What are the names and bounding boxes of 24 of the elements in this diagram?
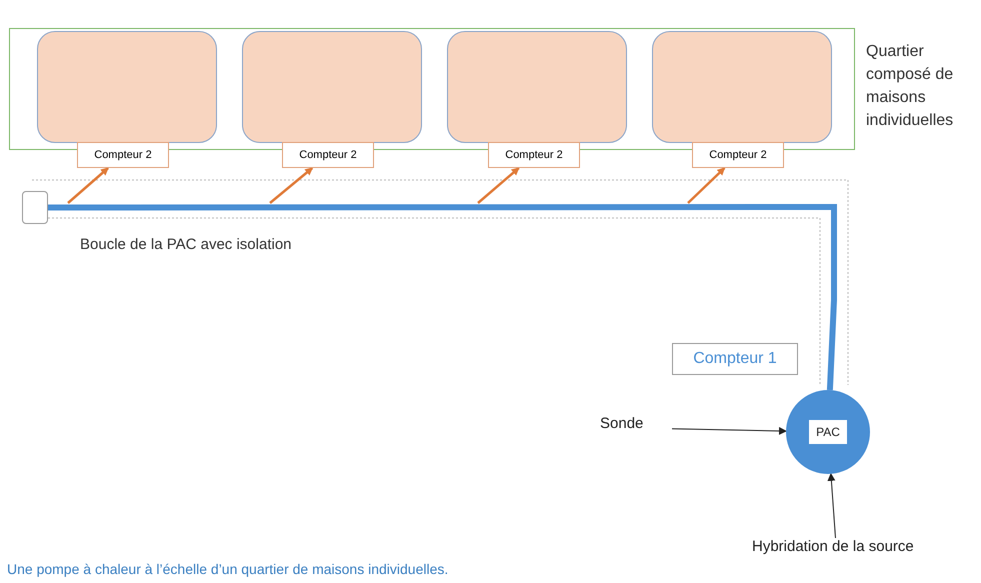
arrow [477,167,520,204]
house-box [242,31,422,143]
house-box [447,31,627,143]
arrow [67,167,109,204]
arrow [672,426,787,435]
loop-label: Boucle de la PAC avec isolation [80,236,292,253]
district-caption: Quartier composé de maisons individuelles [866,42,954,131]
caption: Une pompe à chaleur à l’échelle d’un quartier de maisons individuelles. [7,561,448,577]
meter-label-box: Compteur 2 [77,142,169,168]
arrow [269,167,314,204]
arrow [827,472,836,538]
meter-label-box: Compteur 1 [672,343,798,375]
pipe-end-box [22,191,48,224]
house-box [37,31,217,143]
meter-label-box: Compteur 2 [282,142,374,168]
district-frame [9,28,855,150]
house-box [652,31,832,143]
annotation-text: Hybridation de la source [752,538,922,582]
annotation-text: Sonde [600,415,672,441]
pipe-line [48,204,837,390]
meter-label-box: Compteur 2 [692,142,784,168]
pump-label: PAC [809,420,847,444]
meter-label-box: Compteur 2 [488,142,580,168]
arrow [687,167,726,204]
